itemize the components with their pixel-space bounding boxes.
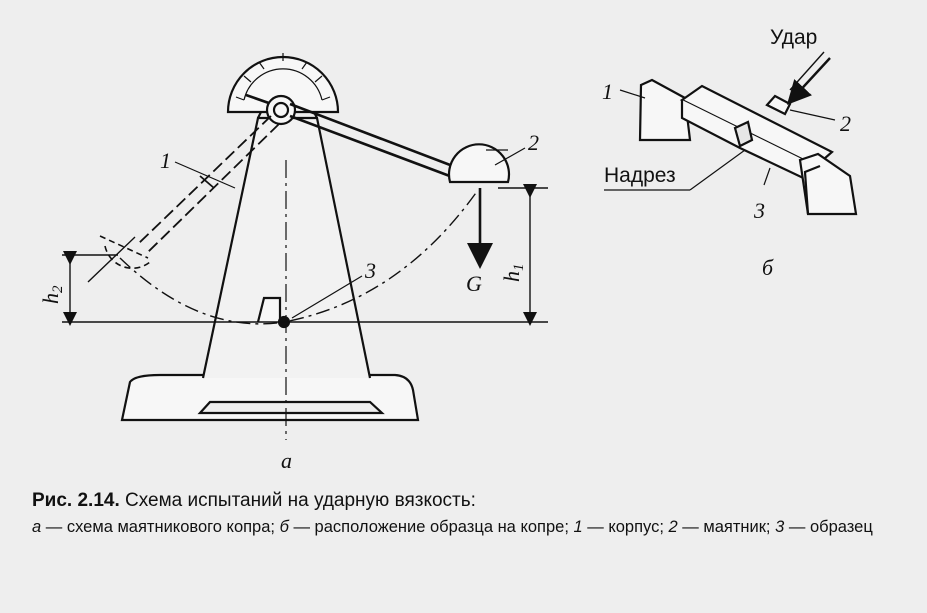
pendulum-head-dashed [99, 235, 151, 269]
marker-2-pendulum: 2 [528, 130, 539, 155]
legend-1-number: 1 [573, 518, 583, 536]
marker-2-striker: 2 [840, 111, 851, 136]
impact-arrow [786, 57, 831, 105]
force-g-label: G [466, 271, 482, 296]
figure-caption: Рис. 2.14. Схема испытаний на ударную вя… [32, 488, 892, 539]
legend-a-letter: а [32, 518, 42, 536]
impact-label: Удар [770, 26, 817, 49]
caption-number: Рис. 2.14. [32, 490, 120, 511]
legend-b-text: — расположение образца на копре; [288, 518, 574, 536]
notch-label: Надрез [604, 164, 676, 187]
caption-title-text: Схема испытаний на ударную вязкость: [125, 490, 476, 511]
pendulum-arm [289, 102, 459, 170]
marker-1-support: 1 [602, 79, 613, 104]
marker-3-specimen: 3 [753, 198, 765, 223]
caption-title: Рис. 2.14. Схема испытаний на ударную вя… [32, 488, 892, 514]
svg-text:h2: h2 [38, 285, 66, 304]
marker-3-sample: 3 [364, 258, 376, 283]
specimen-placement [619, 51, 858, 216]
legend-3-text: — образец [784, 518, 873, 536]
part-b-label: б [762, 255, 774, 280]
striker [765, 94, 792, 116]
h2-label: h2 [38, 285, 66, 304]
marker-1-body: 1 [160, 148, 171, 173]
h1-label: h1 [499, 264, 527, 283]
legend-2-text: — маятник; [677, 518, 776, 536]
pendulum-tester [62, 53, 548, 440]
anvil [256, 296, 282, 323]
notch [733, 120, 754, 148]
pendulum-arm-dashed [137, 115, 280, 253]
caption-legend: а — схема маятникового копра; б — распол… [32, 516, 892, 539]
legend-1-text: — корпус; [582, 518, 669, 536]
svg-text:h1: h1 [499, 264, 527, 283]
legend-a-text: — схема маятникового копра; [41, 518, 280, 536]
base-slot [197, 400, 385, 415]
pendulum-head [447, 143, 511, 184]
legend-2-number: 2 [668, 518, 678, 536]
legend-b-letter: б [279, 518, 289, 536]
part-a-label: a [281, 448, 292, 473]
legend-3-number: 3 [775, 518, 785, 536]
dial-ticks [235, 53, 331, 101]
